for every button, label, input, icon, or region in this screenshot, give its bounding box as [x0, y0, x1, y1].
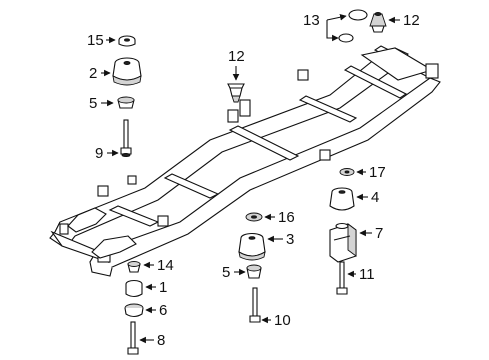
- callout-13: 13: [303, 12, 320, 29]
- part-12-push-pin-top: [369, 12, 387, 33]
- callout-9: 9: [95, 145, 103, 162]
- leader-lines: [101, 13, 400, 344]
- part-17-washer: [339, 168, 355, 176]
- part-14-spacer: [127, 261, 141, 273]
- part-4-body-mount-right: [329, 187, 355, 211]
- part-8-bolt: [127, 321, 139, 355]
- callout-12-top: 12: [403, 12, 420, 29]
- callout-5-lower: 5: [222, 264, 230, 281]
- callout-labels: 15 2 5 9 12 13 12 17 4 7 11 16 3 5 10 14…: [87, 12, 420, 349]
- part-1-cushion: [125, 279, 143, 298]
- callout-1: 1: [159, 279, 167, 296]
- callout-6: 6: [159, 302, 167, 319]
- part-5-spacer-lower: [246, 264, 262, 279]
- callout-14: 14: [157, 257, 174, 274]
- callout-12-middle: 12: [228, 48, 245, 65]
- part-2-body-mount: [112, 57, 142, 86]
- part-5-spacer-top: [117, 96, 135, 109]
- part-15-washer: [118, 35, 136, 47]
- part-16-washer: [245, 212, 263, 222]
- callout-5-top: 5: [89, 95, 97, 112]
- callout-11: 11: [359, 266, 375, 283]
- callout-16: 16: [278, 209, 295, 226]
- part-11-bolt: [336, 261, 348, 295]
- callout-15: 15: [87, 32, 104, 49]
- part-3-body-mount-center: [238, 232, 266, 261]
- part-9-bolt: [120, 119, 132, 157]
- callout-3: 3: [286, 231, 294, 248]
- callout-8: 8: [157, 332, 165, 349]
- callout-10: 10: [274, 312, 291, 329]
- callout-17: 17: [369, 164, 386, 181]
- vehicle-frame: [49, 45, 441, 277]
- callout-7: 7: [375, 225, 383, 242]
- part-13-plugs: [338, 9, 368, 43]
- callout-2: 2: [89, 65, 97, 82]
- part-6-insulator: [124, 303, 144, 318]
- part-7-bracket: [329, 222, 357, 263]
- callout-4: 4: [371, 189, 379, 206]
- part-10-bolt: [249, 287, 261, 323]
- part-12-push-pin-middle: [227, 83, 245, 103]
